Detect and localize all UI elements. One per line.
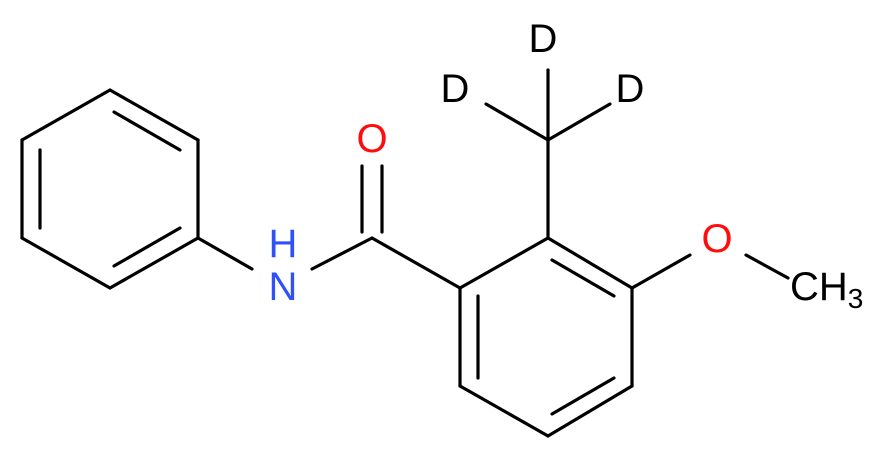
bond (546, 384, 634, 438)
bond (20, 88, 112, 142)
bond (546, 236, 634, 290)
amide-group (196, 164, 462, 290)
trideuteromethyl-group (484, 68, 612, 240)
bond (108, 236, 200, 290)
atom-oxygen-carbonyl: O (356, 117, 387, 161)
bond (20, 236, 112, 290)
atom-deuterium-right: D (616, 67, 645, 111)
double-bond-inner (112, 110, 182, 152)
atom-deuterium-top: D (529, 17, 558, 61)
bond (484, 102, 550, 142)
bond (546, 102, 612, 142)
bond (196, 236, 254, 271)
bond (458, 236, 550, 290)
bond (310, 236, 374, 271)
methyl-subscript: 3 (848, 283, 864, 314)
bond (108, 88, 200, 142)
atom-oxygen-methoxy: O (701, 217, 732, 261)
atom-methyl-carbon: CH3 (790, 265, 863, 314)
atom-hydrogen: H (269, 222, 298, 266)
atom-deuterium-left: D (441, 67, 470, 111)
bond (744, 253, 790, 280)
bond (370, 236, 462, 290)
methyl-label: CH (790, 265, 848, 309)
double-bond-inner (112, 226, 182, 268)
bond (630, 253, 692, 290)
bond (458, 384, 550, 438)
double-bond-inner (550, 376, 616, 416)
phenyl-ring (20, 88, 200, 290)
double-bond-inner (550, 258, 616, 298)
methoxy-group (630, 253, 790, 290)
atom-nitrogen: N (269, 265, 298, 309)
benzene-ring (458, 236, 634, 438)
